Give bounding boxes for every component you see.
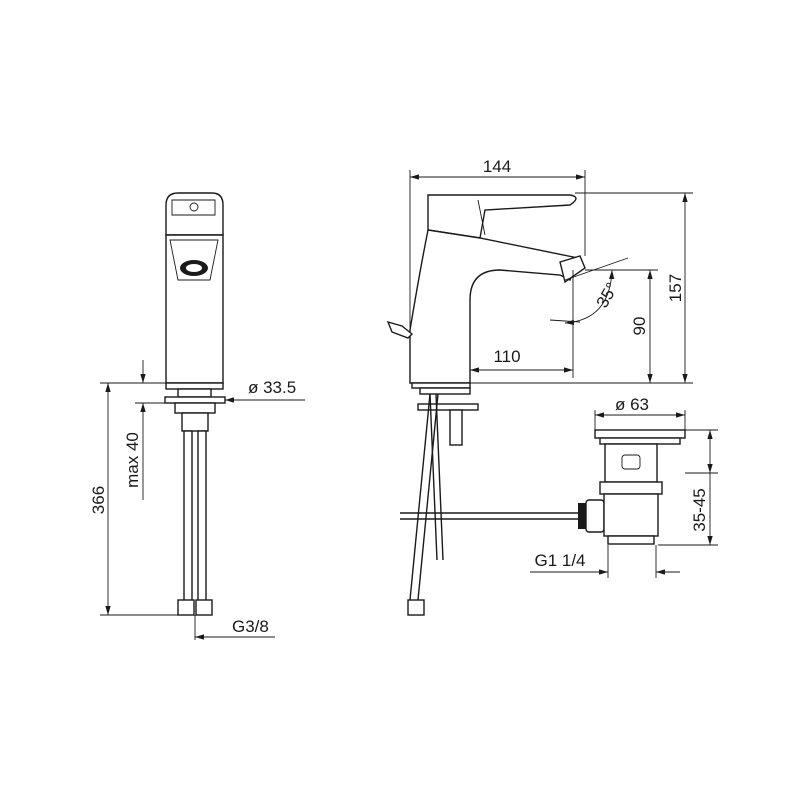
handle-front xyxy=(165,192,224,236)
hose-length-label: 366 xyxy=(89,486,108,514)
total-width-label: 144 xyxy=(483,157,511,176)
drain-assembly xyxy=(400,429,686,545)
drain-dimensions: ø 63 35-45 G1 1/4 xyxy=(530,395,718,578)
max-thickness-label: max 40 xyxy=(123,432,142,488)
front-dimensions: 366 max 40 ø 33.5 G3/8 xyxy=(89,360,305,640)
spout-reach-label: 110 xyxy=(493,347,520,366)
drain-range-label: 35-45 xyxy=(690,488,709,531)
drain-thread-label: G1 1/4 xyxy=(534,551,585,570)
pop-up-lever xyxy=(386,320,414,339)
drain-diameter-label: ø 63 xyxy=(615,395,649,414)
lever-angle-label: 35° xyxy=(593,279,622,311)
hose-thread-label: G3/8 xyxy=(232,617,269,636)
handle-side xyxy=(427,194,577,239)
front-view xyxy=(164,192,226,616)
base-diameter-label: ø 33.5 xyxy=(248,378,296,397)
body-side xyxy=(409,229,579,384)
total-height-label: 157 xyxy=(666,274,685,302)
side-view xyxy=(386,194,586,616)
spout-height-label: 90 xyxy=(630,317,649,336)
